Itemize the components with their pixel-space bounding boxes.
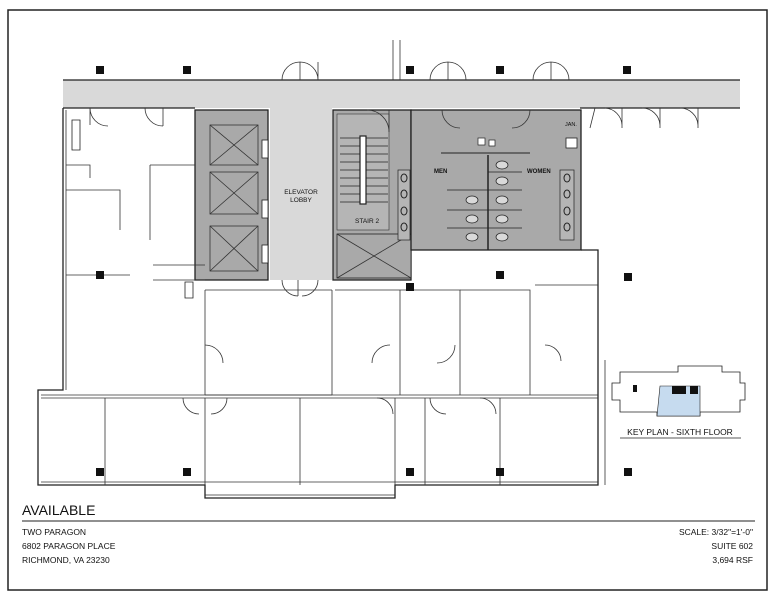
elevator-core (194, 109, 269, 281)
key-plan: KEY PLAN - SIXTH FLOOR (604, 360, 746, 485)
walls (37, 108, 599, 499)
elevator-lobby-label: ELEVATOR (284, 189, 318, 196)
suite-number: SUITE 602 (711, 541, 753, 551)
men-restroom-label: MEN (434, 169, 447, 175)
janitor-label: JAN. (565, 122, 577, 128)
building-city: RICHMOND, VA 23230 (22, 555, 110, 565)
corridor (63, 40, 740, 129)
building-address: 6802 PARAGON PLACE (22, 541, 116, 551)
stair-2: STAIR 2 (332, 109, 412, 281)
key-plan-title: KEY PLAN - SIXTH FLOOR (627, 427, 733, 437)
structural-columns (96, 66, 632, 476)
elevator-lobby-label-2: LOBBY (290, 197, 312, 204)
building-name: TWO PARAGON (22, 527, 86, 537)
availability-status: AVAILABLE (22, 502, 95, 518)
restrooms: MEN WOMEN JAN. (397, 109, 582, 251)
rentable-area: 3,694 RSF (712, 555, 753, 565)
drawing-scale: SCALE: 3/32"=1'-0" (679, 527, 753, 537)
stair-label: STAIR 2 (355, 218, 379, 225)
title-block: AVAILABLE TWO PARAGON 6802 PARAGON PLACE… (22, 502, 755, 565)
elevator-lobby: ELEVATOR LOBBY (270, 108, 332, 297)
women-restroom-label: WOMEN (527, 169, 551, 175)
